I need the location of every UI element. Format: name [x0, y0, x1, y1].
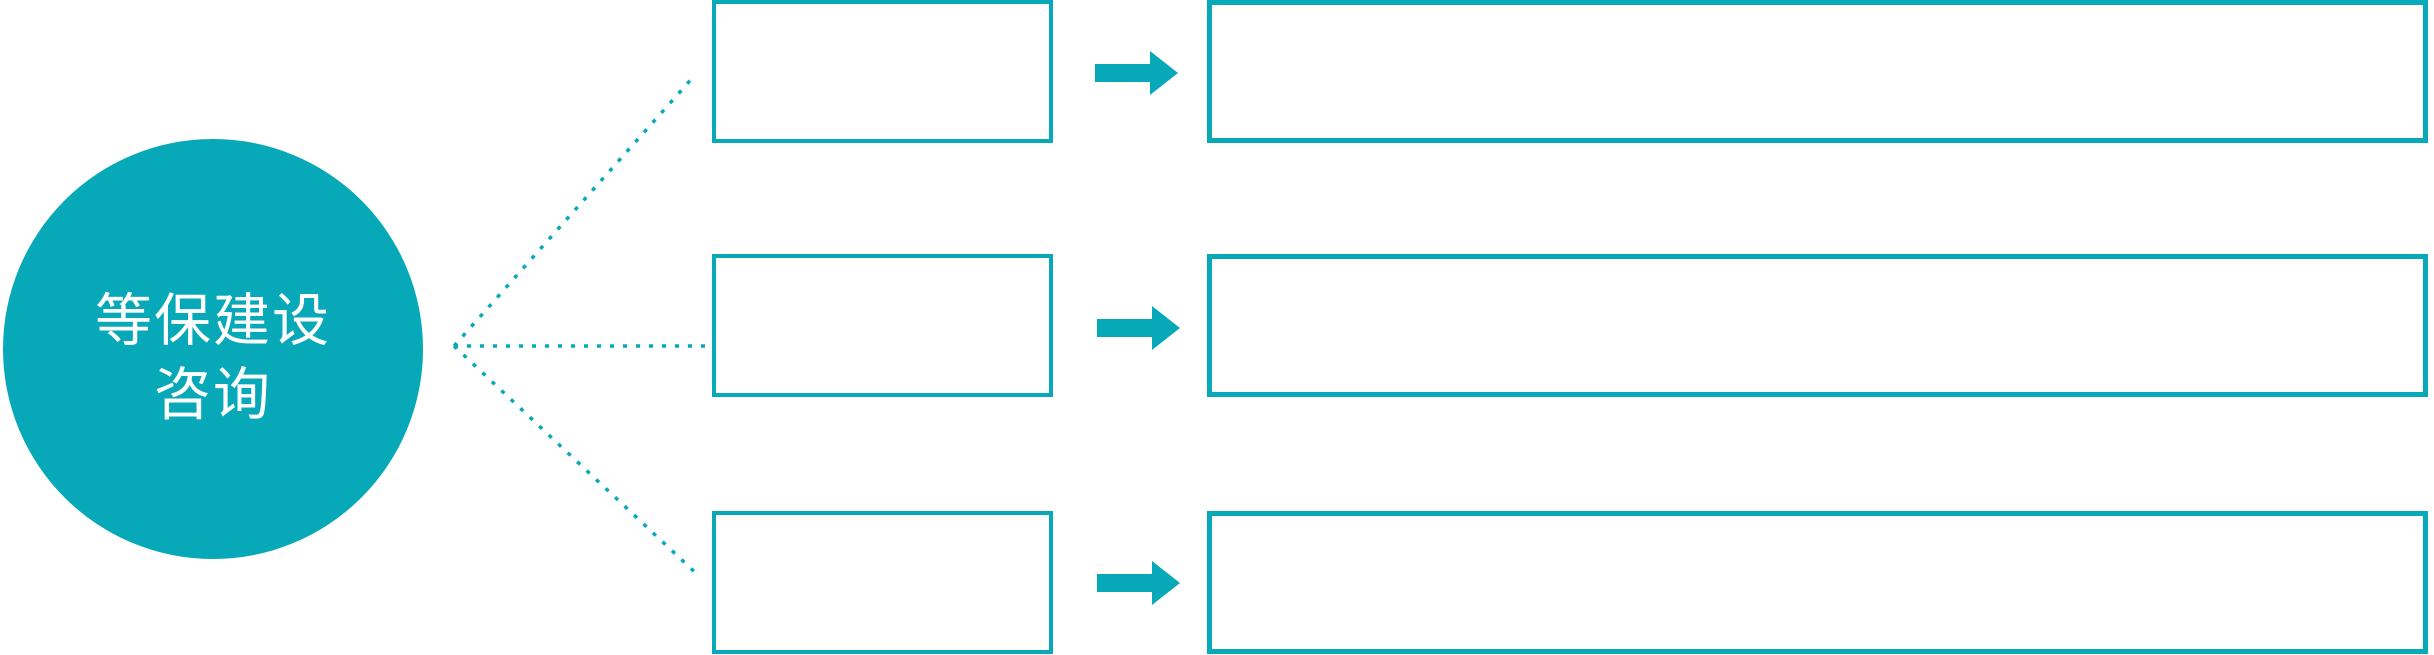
step-box-2: [712, 254, 1053, 397]
dotted-connector-bottom: [452, 344, 702, 579]
detail-box-1: [1207, 0, 2428, 143]
arrow-right-icon: [1097, 306, 1180, 350]
step-box-1: [712, 0, 1053, 143]
arrow-right-icon: [1095, 51, 1178, 95]
hub-circle: 等保建设 咨询: [3, 139, 423, 559]
detail-box-3: [1207, 511, 2428, 654]
arrow-right-icon: [1097, 561, 1180, 605]
hub-label-line2: 咨询: [154, 362, 272, 428]
step-box-3: [712, 511, 1053, 654]
dotted-connector-top: [452, 73, 697, 348]
detail-box-2: [1207, 254, 2428, 397]
hub-label-line1: 等保建设: [95, 288, 331, 354]
